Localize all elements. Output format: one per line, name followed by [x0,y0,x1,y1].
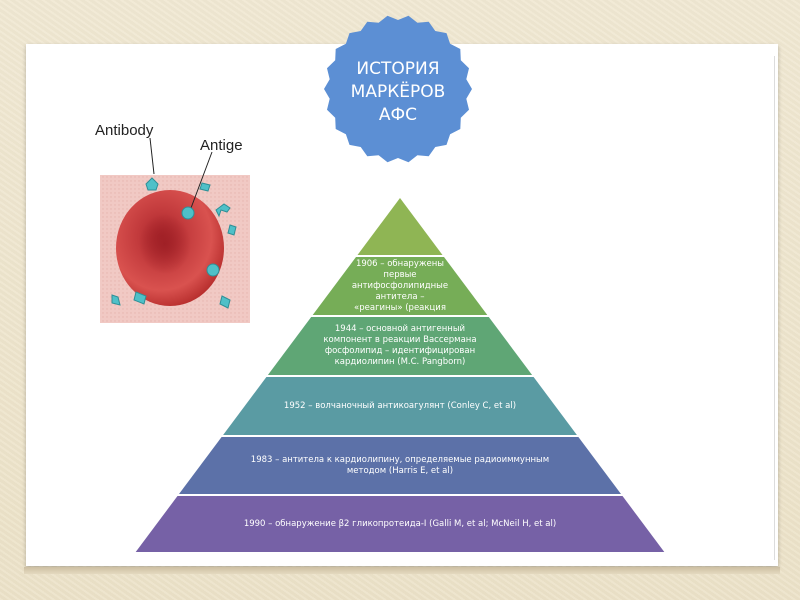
pyramid-tier-6-line: 1990 – обнаружение β2 гликопротеида-I (G… [243,518,557,529]
title-line-3: АФС [378,105,418,125]
pyramid-tier-5-line: методом (Harris E, et al) [346,465,454,476]
pyramid-tier-5-text: 1983 – антитела к кардиолипину, определя… [244,455,556,477]
antibody-antigen-illustration: Antibody Antige [90,120,250,325]
pyramid-tier-2-line: первые [383,269,417,280]
pyramid-tier-3-line: 1944 – основной антигенный [334,324,466,334]
pyramid-shape [135,198,665,552]
antibody-pointer [149,137,155,175]
title-badge: ИСТОРИЯ МАРКЁРОВ АФС [318,14,478,164]
pyramid-tier-2-line: антифосфолипидные [351,280,449,291]
pyramid-tier-4-line: 1952 – волчаночный антикоагулянт (Conley… [283,400,517,411]
slide-edge-line [774,56,775,560]
pyramid-tier-6-text: 1990 – обнаружение β2 гликопротеида-I (G… [210,519,590,530]
pyramid-tier-2-line: 1906 – обнаружены [355,258,445,269]
pyramid-tier-2-line: антитела – [375,291,425,302]
antigen-pointer [190,151,213,209]
pyramid-tier-5-line: 1983 – антитела к кардиолипину, определя… [250,454,550,465]
pyramid-tier-3 [267,317,533,375]
slide-title: ИСТОРИЯ МАРКЁРОВ АФС [318,58,478,127]
cell-center [139,214,191,274]
pyramid-tier-2-line: «реагины» (реакция [354,302,446,313]
badge-shape [324,15,472,163]
antigen-label: Antige [200,137,243,154]
antibody-label: Antibody [95,122,154,139]
title-line-2: МАРКЁРОВ [350,82,446,102]
pyramid-tier-6 [135,496,665,552]
pyramid-tier-1 [357,198,443,255]
pyramid-tier-5 [179,437,621,494]
pyramid-tier-3-line: фосфолипид – идентифицирован [324,346,476,356]
pyramid-tier-4 [223,377,577,435]
pyramid-tier-3-line: компонент в реакции Вассермана [323,335,477,345]
pyramid-tier-4-text: 1952 – волчаночный антикоагулянт (Conley… [279,401,521,412]
antibody-molecules [111,177,237,309]
pyramid-tier-3-line: кардиолипин (M.C. Pangborn) [334,357,466,367]
slide-bottom-strip [24,567,780,574]
pyramid-tier-2 [312,257,488,315]
title-line-1: ИСТОРИЯ [356,59,440,79]
red-blood-cell-image [100,137,250,323]
